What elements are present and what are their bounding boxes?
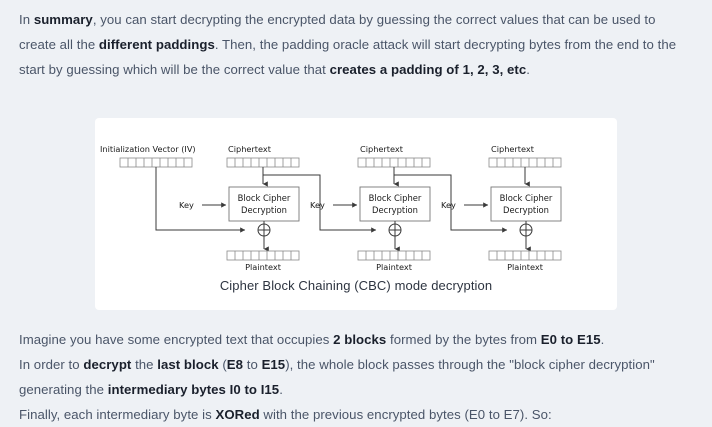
outro-line-3: Finally, each intermediary byte is XORed… (19, 407, 552, 422)
plaintext-label-2: Plaintext (507, 262, 544, 272)
iv-byte-grid (119, 157, 193, 168)
block-cipher-line1-1: Block Cipher (369, 193, 422, 203)
outro-paragraphs: Imagine you have some encrypted text tha… (19, 327, 695, 427)
intro-paragraph: In summary, you can start decrypting the… (19, 12, 677, 77)
plaintext-byte-grid-1 (357, 250, 431, 261)
plaintext-label-0: Plaintext (245, 262, 282, 272)
outro-line-2: In order to decrypt the last block (E8 t… (19, 357, 655, 397)
cbc-diagram-card: Initialization Vector (IV) (95, 118, 617, 310)
block-0: Initialization Vector (IV) (100, 144, 377, 272)
diagram-content: Initialization Vector (IV) (100, 144, 562, 272)
ciphertext-byte-grid-1 (357, 157, 431, 168)
ciphertext-byte-grid-0 (226, 157, 300, 168)
ciphertext-byte-grid-2 (488, 157, 562, 168)
outro-line-1: Imagine you have some encrypted text tha… (19, 332, 605, 347)
block-cipher-box-0 (228, 186, 300, 222)
diagram-caption: Cipher Block Chaining (CBC) mode decrypt… (219, 278, 493, 293)
ciphertext-label-0: Ciphertext (228, 144, 272, 154)
iv-label: Initialization Vector (IV) (100, 144, 196, 154)
plaintext-byte-grid-0 (226, 250, 300, 261)
block-cipher-line2-1: Decryption (372, 205, 418, 215)
ciphertext-chain-1 (394, 174, 508, 233)
cbc-diagram-svg: Initialization Vector (IV) (100, 144, 562, 272)
key-label-0: Key (179, 200, 194, 210)
ciphertext-label-1: Ciphertext (360, 144, 404, 154)
block-cipher-box-2 (490, 186, 562, 222)
block-cipher-line1-0: Block Cipher (238, 193, 291, 203)
block-1: Ciphertext (310, 144, 508, 272)
block-cipher-line1-2: Block Cipher (500, 193, 553, 203)
xor-operator-0 (257, 223, 271, 237)
key-label-1: Key (310, 200, 325, 210)
plaintext-byte-grid-2 (488, 250, 562, 261)
plaintext-label-1: Plaintext (376, 262, 413, 272)
cbc-diagram: Initialization Vector (IV) (95, 118, 617, 310)
xor-operator-1 (388, 223, 402, 237)
ciphertext-label-2: Ciphertext (491, 144, 535, 154)
block-cipher-line2-2: Decryption (503, 205, 549, 215)
block-2: Ciphertext Ke (441, 144, 562, 272)
block-cipher-box-1 (359, 186, 431, 222)
iv-to-xor-path (155, 167, 246, 233)
key-label-2: Key (441, 200, 456, 210)
block-cipher-line2-0: Decryption (241, 205, 287, 215)
ciphertext-chain-0 (263, 174, 377, 233)
xor-operator-2 (519, 223, 533, 237)
